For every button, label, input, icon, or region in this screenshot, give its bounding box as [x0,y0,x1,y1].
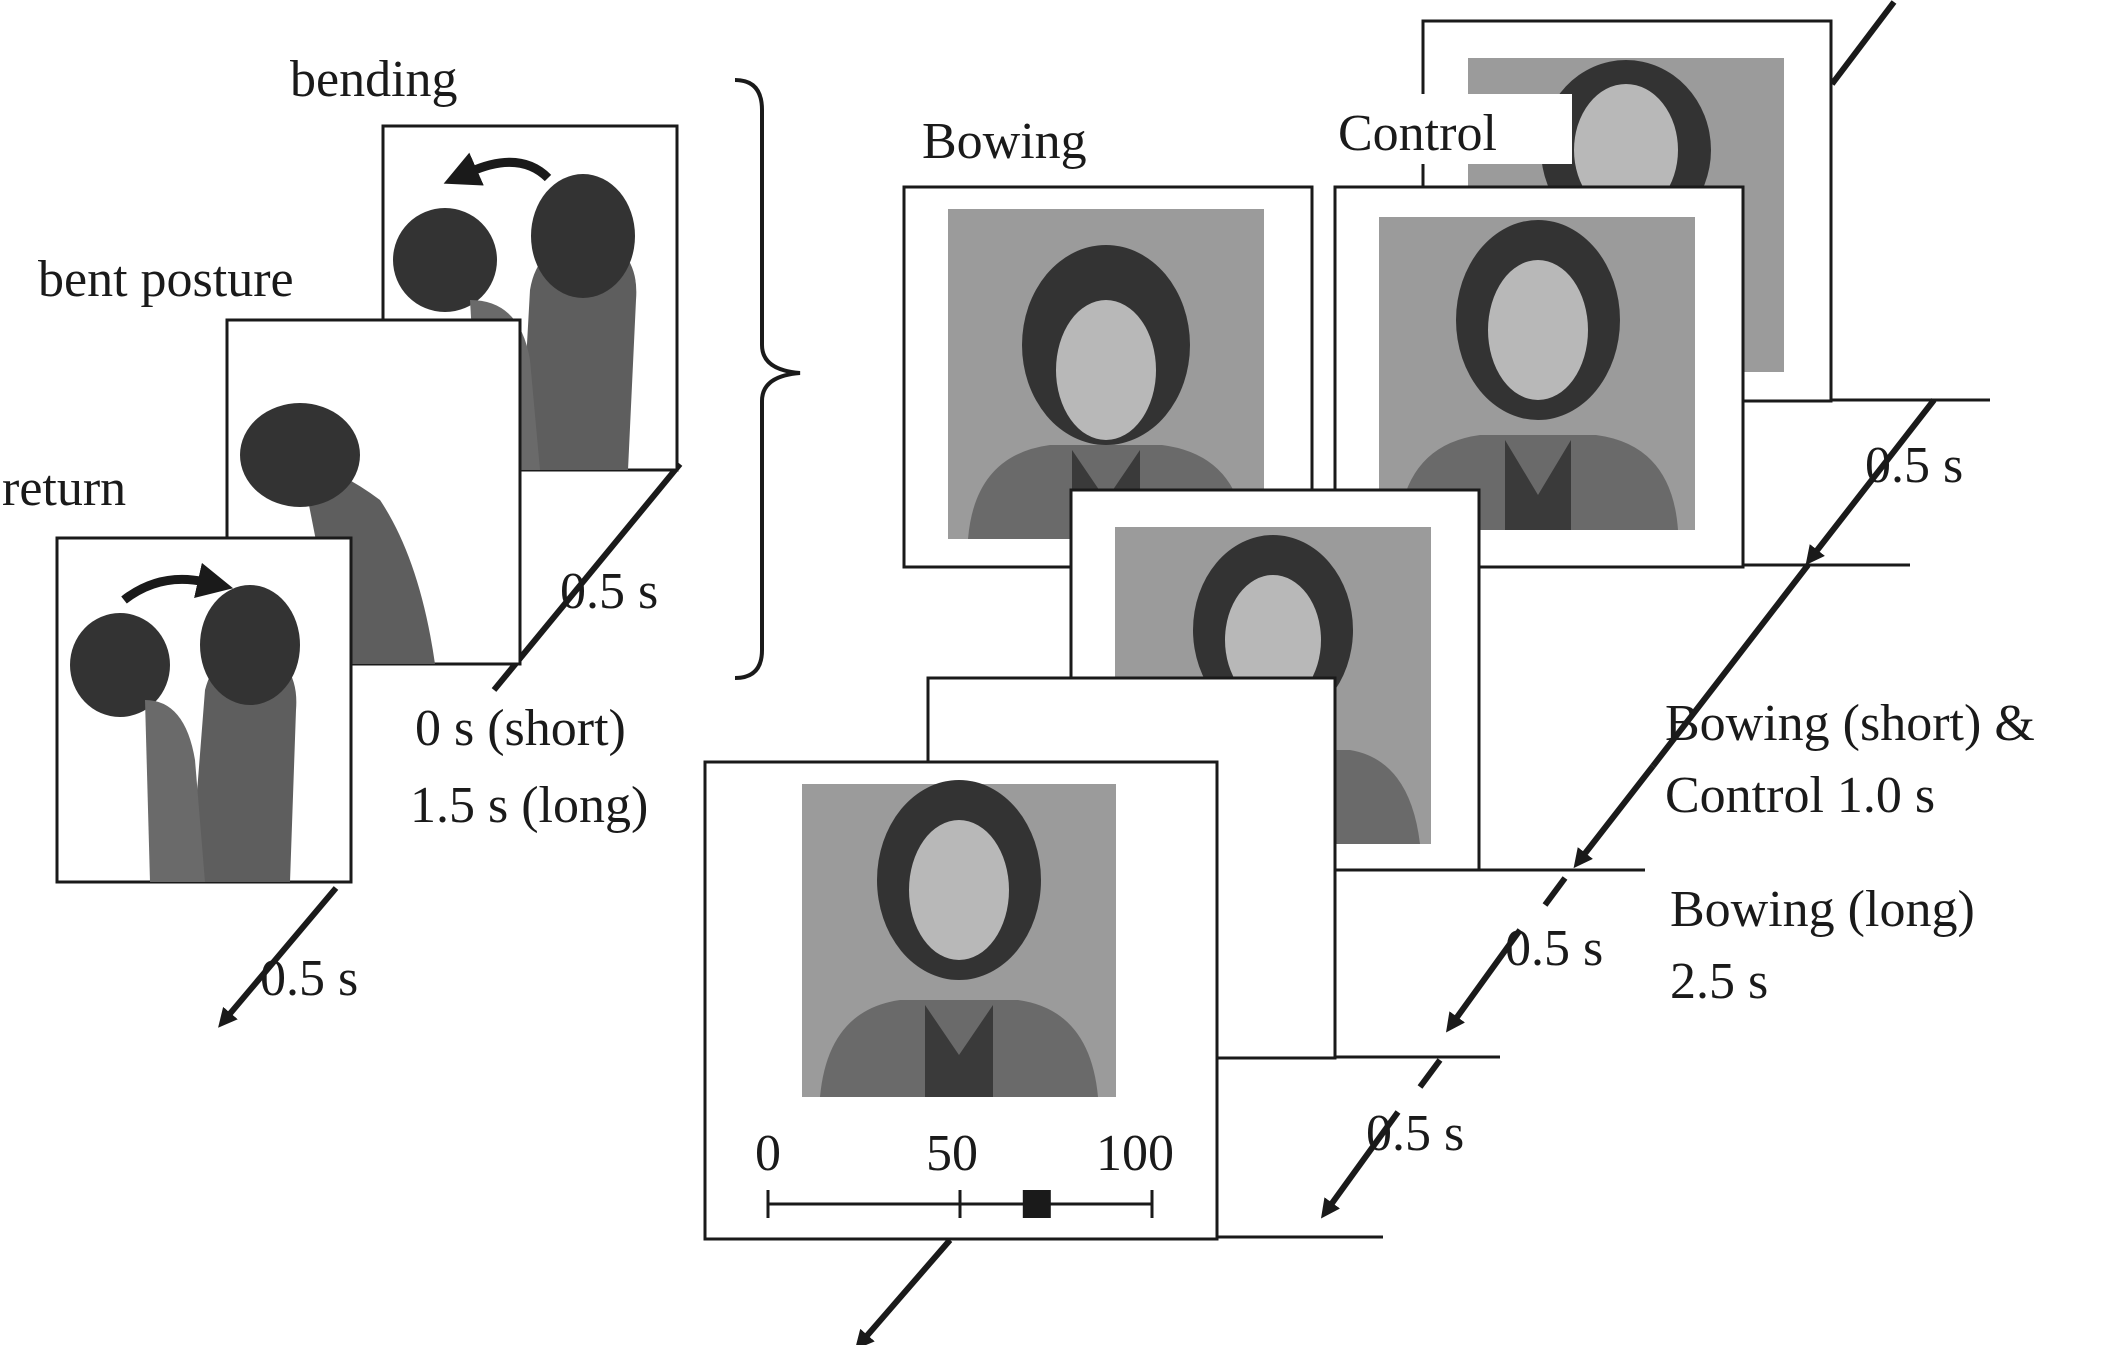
frame-rating: 0 50 100 [703,760,1219,1241]
label-backdrop [1332,94,1572,164]
label-return: return [2,460,126,517]
grouping-brace [734,78,801,680]
label-bending: bending [290,51,458,108]
right-timeline [854,0,1990,1345]
left-timeline-line [491,462,683,692]
rating-slider-marker[interactable] [1022,1190,1051,1218]
profile-figure-back [520,174,637,470]
timing-return: 0.5 s [260,950,358,1007]
frame-return [55,536,353,884]
rating-label-min: 0 [755,1125,781,1182]
profile-figure-back-return [190,585,300,882]
frame-control [1333,185,1745,569]
label-bent-posture: bent posture [38,251,294,308]
timing-bending: 0.5 s [560,563,658,620]
curved-arrow-icon [443,152,552,186]
timing-long-line2: 2.5 s [1670,953,1768,1010]
timing-duration-line1: Bowing (short) & [1665,695,2035,752]
label-bowing: Bowing [922,113,1087,170]
timing-after-2: 0.5 s [1366,1105,1464,1162]
timing-first: 0.5 s [1865,437,1963,494]
timing-hold-long: 1.5 s (long) [410,777,648,834]
timing-duration-line2: Control 1.0 s [1665,767,1935,824]
rating-scale: 0 50 100 [755,1125,1174,1218]
timing-long-line1: Bowing (long) [1670,881,1975,938]
label-control: Control [1338,105,1497,162]
curved-arrow-icon [121,562,234,604]
timing-hold-short: 0 s (short) [415,700,626,757]
rating-label-max: 100 [1096,1125,1174,1182]
left-timeline-arrow [218,886,339,1028]
profile-figure-front-return [70,613,205,882]
rating-label-mid: 50 [926,1125,978,1182]
timing-after-1: 0.5 s [1505,920,1603,977]
